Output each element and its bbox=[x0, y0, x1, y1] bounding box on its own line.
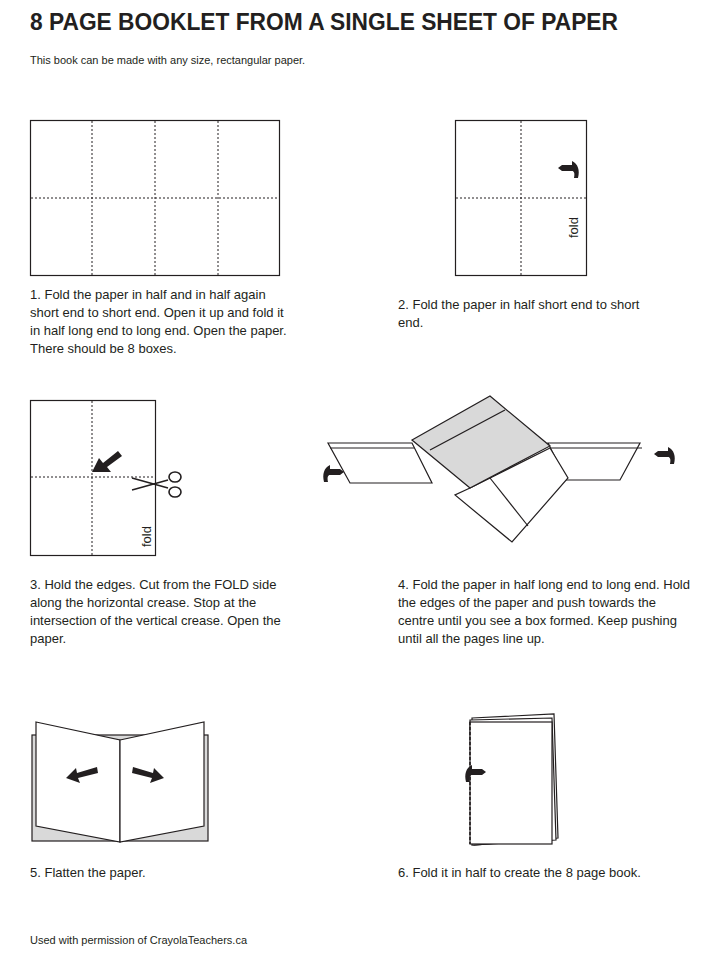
fold-label: fold bbox=[139, 525, 154, 548]
paper-sheet bbox=[31, 121, 280, 276]
step-text: 5. Flatten the paper. bbox=[30, 864, 288, 882]
subtitle: This book can be made with any size, rec… bbox=[30, 54, 430, 66]
page-title: 8 PAGE BOOKLET FROM A SINGLE SHEET OF PA… bbox=[30, 8, 618, 36]
closed-booklet bbox=[470, 714, 558, 845]
scissors-icon bbox=[132, 472, 181, 497]
step-text: 1. Fold the paper in half and in half ag… bbox=[30, 286, 288, 358]
box-fold-figure bbox=[328, 396, 642, 542]
open-booklet bbox=[32, 722, 208, 842]
step-text: 3. Hold the edges. Cut from the FOLD sid… bbox=[30, 576, 288, 648]
footer-note: Used with permission of CrayolaTeachers.… bbox=[30, 934, 430, 946]
direction-arrows bbox=[66, 161, 675, 783]
step-text: 4. Fold the paper in half long end to lo… bbox=[398, 576, 690, 648]
folded-sheet bbox=[31, 401, 156, 556]
crease-lines bbox=[31, 121, 279, 275]
step-text: 6. Fold it in half to create the 8 page … bbox=[398, 864, 690, 882]
folded-sheet bbox=[456, 121, 587, 276]
step-text: 2. Fold the paper in half short end to s… bbox=[398, 296, 668, 332]
fold-label: fold bbox=[566, 216, 581, 239]
